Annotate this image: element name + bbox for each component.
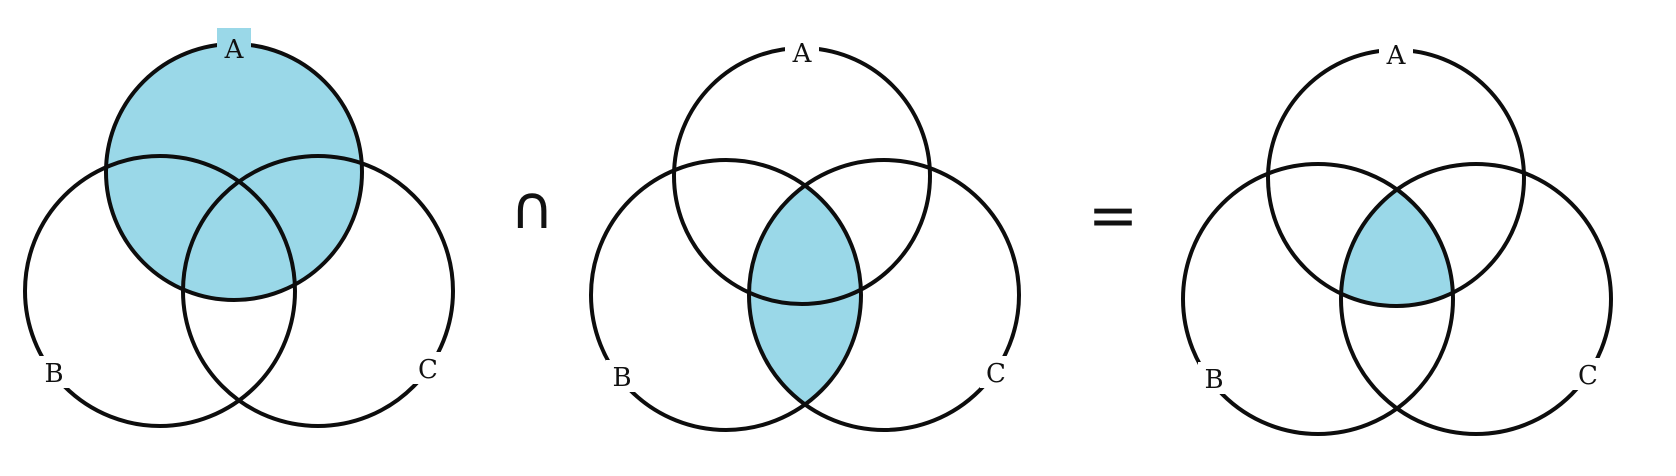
label-b: B bbox=[1204, 365, 1223, 395]
circle-c bbox=[181, 154, 455, 428]
venn-diagram-1: A B C bbox=[23, 28, 455, 428]
equals-operator: = bbox=[1088, 181, 1138, 251]
label-b: B bbox=[612, 363, 631, 393]
label-a-gap bbox=[1379, 36, 1413, 68]
region-b-and-c-fill bbox=[749, 160, 861, 430]
label-a-gap bbox=[217, 28, 251, 60]
region-a-b-c-fill bbox=[1341, 164, 1453, 306]
circle-c bbox=[1339, 162, 1613, 436]
intersection-operator: ∩ bbox=[510, 173, 554, 243]
label-b-gap bbox=[1198, 362, 1232, 394]
label-a: A bbox=[792, 39, 813, 69]
label-b-gap bbox=[606, 360, 640, 392]
circle-b bbox=[23, 154, 297, 428]
label-a: A bbox=[1386, 41, 1407, 71]
label-c-gap bbox=[980, 356, 1014, 388]
label-c-gap bbox=[1572, 358, 1606, 390]
label-c: C bbox=[986, 359, 1006, 389]
label-c: C bbox=[418, 355, 438, 385]
region-a-fill bbox=[106, 44, 362, 300]
circle-b bbox=[589, 158, 863, 432]
venn-diagram-2: A B C bbox=[589, 34, 1021, 432]
label-b-gap bbox=[36, 356, 70, 388]
label-a: A bbox=[224, 35, 245, 65]
circle-b bbox=[1181, 162, 1455, 436]
label-a-gap bbox=[785, 34, 819, 66]
venn-diagram-3: A B C bbox=[1181, 36, 1613, 436]
circle-c bbox=[747, 158, 1021, 432]
label-c: C bbox=[1578, 361, 1598, 391]
label-c-gap bbox=[410, 352, 444, 384]
label-b: B bbox=[44, 359, 63, 389]
